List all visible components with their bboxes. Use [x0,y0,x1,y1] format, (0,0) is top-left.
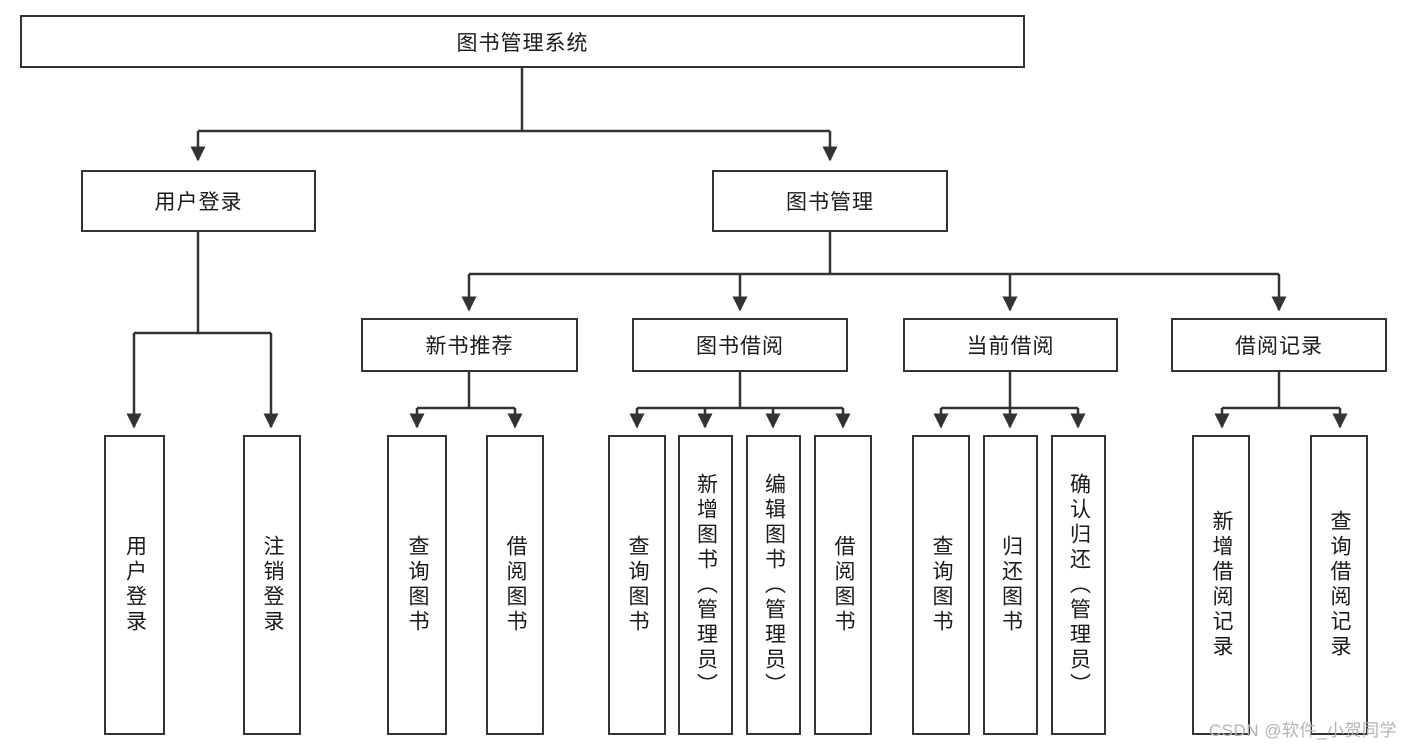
node-label: 编辑图书（管理员） [762,472,786,698]
node-label: 新增图书（管理员） [694,472,718,698]
node-label: 图书借阅 [696,335,784,358]
node-label: 注销登录 [261,535,285,635]
node-label: 查询图书 [406,535,430,635]
leaf-query-book-current[interactable]: 查询图书 [912,435,970,735]
node-book-borrow[interactable]: 图书借阅 [632,318,848,372]
node-label: 查询图书 [626,535,650,635]
node-label: 查询图书 [930,535,954,635]
leaf-confirm-return-admin[interactable]: 确认归还（管理员） [1051,435,1106,735]
leaf-add-book-admin[interactable]: 新增图书（管理员） [678,435,733,735]
leaf-edit-book-admin[interactable]: 编辑图书（管理员） [746,435,801,735]
node-label: 归还图书 [999,535,1023,635]
leaf-user-login[interactable]: 用户登录 [104,435,165,735]
node-label: 新增借阅记录 [1210,510,1234,660]
node-label: 借阅记录 [1235,335,1323,358]
node-book-management[interactable]: 图书管理 [712,170,948,232]
node-label: 图书管理 [786,191,874,214]
leaf-query-book-borrow[interactable]: 查询图书 [608,435,666,735]
node-label: 图书管理系统 [456,31,589,55]
node-label: 用户登录 [154,191,243,214]
node-user-login[interactable]: 用户登录 [81,170,316,232]
node-label: 借阅图书 [832,535,856,635]
leaf-borrow-book-recommend[interactable]: 借阅图书 [486,435,544,735]
leaf-query-book-recommend[interactable]: 查询图书 [387,435,447,735]
node-label: 查询借阅记录 [1328,510,1352,660]
node-root-library-management-system[interactable]: 图书管理系统 [20,15,1025,68]
leaf-add-borrow-record[interactable]: 新增借阅记录 [1192,435,1250,735]
node-current-borrow[interactable]: 当前借阅 [903,318,1118,372]
node-label: 当前借阅 [966,335,1055,358]
node-borrow-record[interactable]: 借阅记录 [1171,318,1387,372]
node-new-book-recommend[interactable]: 新书推荐 [361,318,578,372]
leaf-logout[interactable]: 注销登录 [243,435,301,735]
node-label: 借阅图书 [504,535,528,635]
csdn-watermark: CSDN @软件_小贺同学 [1208,721,1397,740]
leaf-return-book[interactable]: 归还图书 [983,435,1038,735]
node-label: 用户登录 [123,535,147,635]
leaf-query-borrow-record[interactable]: 查询借阅记录 [1310,435,1368,735]
node-label: 新书推荐 [425,335,514,358]
node-label: 确认归还（管理员） [1067,472,1091,698]
leaf-borrow-book[interactable]: 借阅图书 [814,435,872,735]
